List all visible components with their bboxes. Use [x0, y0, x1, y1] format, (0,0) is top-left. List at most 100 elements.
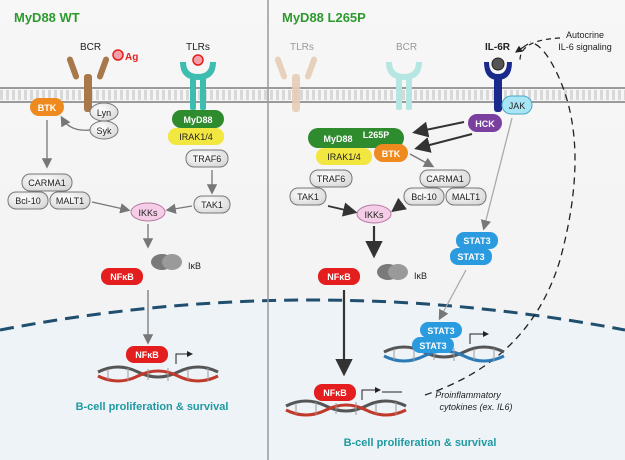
lyn-node: Lyn: [89, 102, 119, 122]
svg-text:Bcl-10: Bcl-10: [411, 192, 437, 202]
syk-node: Syk: [89, 120, 119, 140]
autocrine-dashed-path: [424, 41, 576, 396]
tak1-to-ikks-arrow: [165, 203, 193, 214]
svg-text:STAT3: STAT3: [463, 236, 490, 246]
svg-text:Lyn: Lyn: [97, 108, 111, 118]
stat3-dna-node-b: STAT3: [412, 337, 454, 353]
stat3-dna-node-a: STAT3: [420, 322, 462, 338]
proinflammatory-label-2: cytokines (ex. IL6): [439, 402, 512, 412]
svg-text:MALT1: MALT1: [452, 192, 480, 202]
autocrine-label-1: Autocrine: [566, 30, 604, 40]
r-ikb-node: IκB: [377, 264, 427, 281]
svg-text:NFκB: NFκB: [327, 272, 351, 282]
svg-text:IκB: IκB: [414, 271, 427, 281]
svg-text:NFκB: NFκB: [323, 388, 347, 398]
r-malt1-node: MALT1: [445, 187, 487, 206]
r-nfkb-node: NFκB: [318, 268, 360, 285]
myd88-node: MyD88: [172, 110, 224, 128]
bcr-label: BCR: [80, 42, 101, 53]
syk-to-btk-arrow: [60, 115, 91, 131]
transcription-arrow-right: [361, 387, 381, 400]
il6r-label: IL-6R: [485, 42, 511, 53]
traf6-node: TRAF6: [185, 149, 229, 168]
transcription-arrow-left: [175, 351, 193, 364]
r-nfkb-dna-node: NFκB: [314, 384, 356, 401]
ligand-icon: [192, 54, 204, 66]
il6-ligand-icon: [491, 57, 505, 71]
svg-text:STAT3: STAT3: [457, 252, 484, 262]
ag-label: Ag: [125, 52, 138, 63]
r-bcr-label: BCR: [396, 42, 417, 53]
dna-right: [285, 399, 407, 417]
svg-text:IKKs: IKKs: [364, 210, 384, 220]
tak1-to-ikks-arrow-r: [327, 202, 358, 217]
dna-left: [97, 365, 219, 383]
r-myd88-node: MyD88 L265P: [308, 128, 404, 148]
stat3-node-a: STAT3: [456, 232, 498, 249]
svg-text:IRAK1/4: IRAK1/4: [327, 152, 361, 162]
r-traf6-node: TRAF6: [309, 169, 353, 188]
right-title: MyD88 L265P: [282, 10, 366, 25]
tlrs-label: TLRs: [186, 42, 210, 53]
svg-text:NFκB: NFκB: [110, 272, 134, 282]
svg-text:STAT3: STAT3: [419, 341, 446, 351]
left-outcome: B-cell proliferation & survival: [76, 401, 229, 413]
r-btk-node: BTK: [374, 144, 408, 162]
nfkb-node: NFκB: [101, 268, 143, 285]
autocrine-label-2: IL-6 signaling: [558, 42, 612, 52]
stat3-node-b: STAT3: [450, 248, 492, 265]
tlr-receptor: [180, 62, 216, 110]
bcr-receptor: [66, 56, 110, 112]
stat3-to-dna-arrow: [438, 269, 467, 321]
btk-to-carma-arrow-r: [409, 153, 435, 168]
bcl10-to-ikks-arrow-r: [391, 197, 407, 213]
carma1-node: CARMA1: [21, 173, 73, 192]
autocrine-arrowhead: [515, 43, 529, 53]
svg-text:MyD88: MyD88: [323, 134, 352, 144]
nfkb-dna-node: NFκB: [126, 346, 168, 363]
svg-text:IKKs: IKKs: [138, 208, 158, 218]
hck-to-myd88-arrow: [412, 121, 465, 138]
r-tlr-receptor: [274, 56, 318, 112]
left-title: MyD88 WT: [14, 10, 80, 25]
svg-text:JAK: JAK: [509, 101, 526, 111]
r-irak-node: IRAK1/4: [316, 148, 372, 165]
bcl10-node: Bcl-10: [7, 191, 49, 210]
svg-text:IκB: IκB: [188, 261, 201, 271]
svg-text:TAK1: TAK1: [297, 192, 319, 202]
hck-to-btk-arrow: [414, 133, 473, 153]
r-ikks-node: IKKs: [356, 204, 392, 224]
cell-membrane: [0, 87, 625, 103]
r-tlrs-label: TLRs: [290, 42, 314, 53]
malt1-node: MALT1: [49, 191, 91, 210]
svg-text:TRAF6: TRAF6: [193, 154, 222, 164]
nucleus: [0, 298, 625, 460]
antigen-icon: [112, 49, 124, 61]
svg-text:CARMA1: CARMA1: [28, 178, 66, 188]
svg-text:Bcl-10: Bcl-10: [15, 196, 41, 206]
svg-text:MyD88: MyD88: [183, 115, 212, 125]
irak-node: IRAK1/4: [168, 128, 224, 145]
malt1-to-ikks-arrow: [91, 201, 131, 214]
ikb-node: IκB: [151, 254, 201, 271]
svg-text:Syk: Syk: [96, 126, 112, 136]
svg-text:CARMA1: CARMA1: [426, 174, 464, 184]
svg-text:L265P: L265P: [363, 130, 390, 140]
svg-text:IRAK1/4: IRAK1/4: [179, 132, 213, 142]
svg-text:BTK: BTK: [382, 149, 401, 159]
transcription-arrow-stat3: [469, 331, 489, 344]
svg-text:STAT3: STAT3: [427, 326, 454, 336]
btk-node: BTK: [30, 98, 64, 116]
svg-text:TRAF6: TRAF6: [317, 174, 346, 184]
r-bcl10-node: Bcl-10: [403, 187, 445, 206]
r-carma1-node: CARMA1: [419, 169, 471, 188]
hck-node: HCK: [468, 114, 502, 132]
svg-text:NFκB: NFκB: [135, 350, 159, 360]
svg-text:BTK: BTK: [38, 103, 57, 113]
proinflammatory-label-1: Proinflammatory: [435, 390, 501, 400]
il6r-receptor: [484, 62, 512, 112]
right-outcome: B-cell proliferation & survival: [344, 437, 497, 449]
r-tak1-node: TAK1: [289, 187, 327, 206]
svg-text:TAK1: TAK1: [201, 200, 223, 210]
